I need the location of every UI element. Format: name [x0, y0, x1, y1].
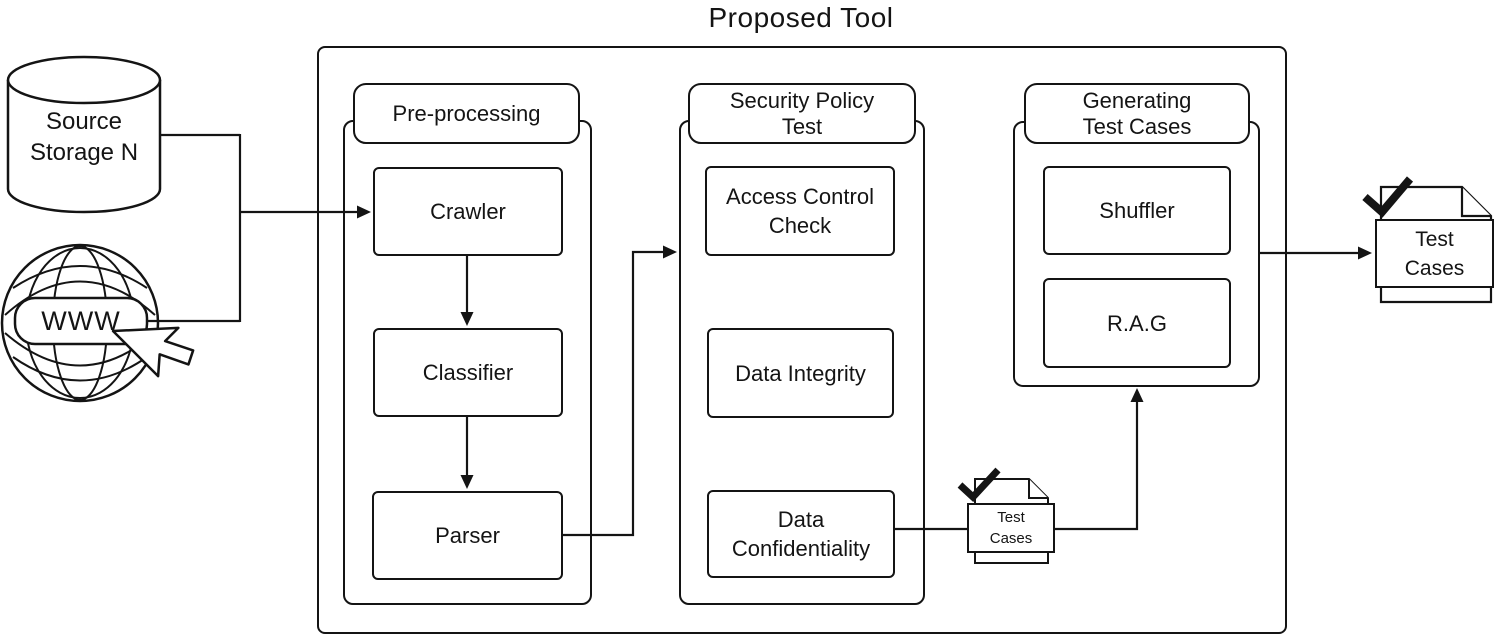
- box-crawler-label: Crawler: [430, 199, 506, 224]
- box-access-control-check-label: Access Control Check: [726, 184, 874, 238]
- proposed-tool-box: [317, 46, 1287, 634]
- box-rag: R.A.G: [1043, 278, 1231, 368]
- box-data-confidentiality-label: Data Confidentiality: [731, 507, 871, 561]
- tab-preprocessing: Pre-processing: [353, 83, 580, 144]
- checkmark-icon: [1362, 176, 1414, 218]
- box-parser-label: Parser: [435, 523, 500, 548]
- arrowhead-into-output: [1358, 246, 1372, 260]
- tab-generating-test-cases-label: Generating Test Cases: [1082, 87, 1192, 139]
- box-classifier-label: Classifier: [422, 360, 514, 385]
- tab-preprocessing-label: Pre-processing: [392, 100, 541, 126]
- source-storage-label-line2: Storage N: [29, 139, 139, 166]
- diagram-title: Proposed Tool: [708, 2, 894, 33]
- tab-security-policy-test-label: Security Policy Test: [729, 87, 875, 139]
- tab-security-policy-test: Security Policy Test: [688, 83, 916, 144]
- www-label: WWW: [41, 305, 121, 336]
- box-classifier: Classifier: [373, 328, 563, 417]
- tab-generating-test-cases: Generating Test Cases: [1024, 83, 1250, 144]
- source-storage-label: Source Storage N: [8, 106, 160, 168]
- box-data-integrity-label: Data Integrity: [735, 360, 866, 386]
- box-access-control-check: Access Control Check: [705, 166, 895, 256]
- box-shuffler-label: Shuffler: [1099, 198, 1175, 223]
- box-data-integrity: Data Integrity: [707, 328, 894, 418]
- output-test-cases-label: Test Cases: [1375, 219, 1494, 288]
- box-data-confidentiality: Data Confidentiality: [707, 490, 895, 578]
- box-parser: Parser: [372, 491, 563, 580]
- box-rag-label: R.A.G: [1107, 310, 1167, 336]
- box-shuffler: Shuffler: [1043, 166, 1231, 255]
- box-crawler: Crawler: [373, 167, 563, 256]
- intermediate-test-cases-label: Test Cases: [967, 503, 1055, 553]
- source-storage-label-line1: Source: [45, 108, 123, 135]
